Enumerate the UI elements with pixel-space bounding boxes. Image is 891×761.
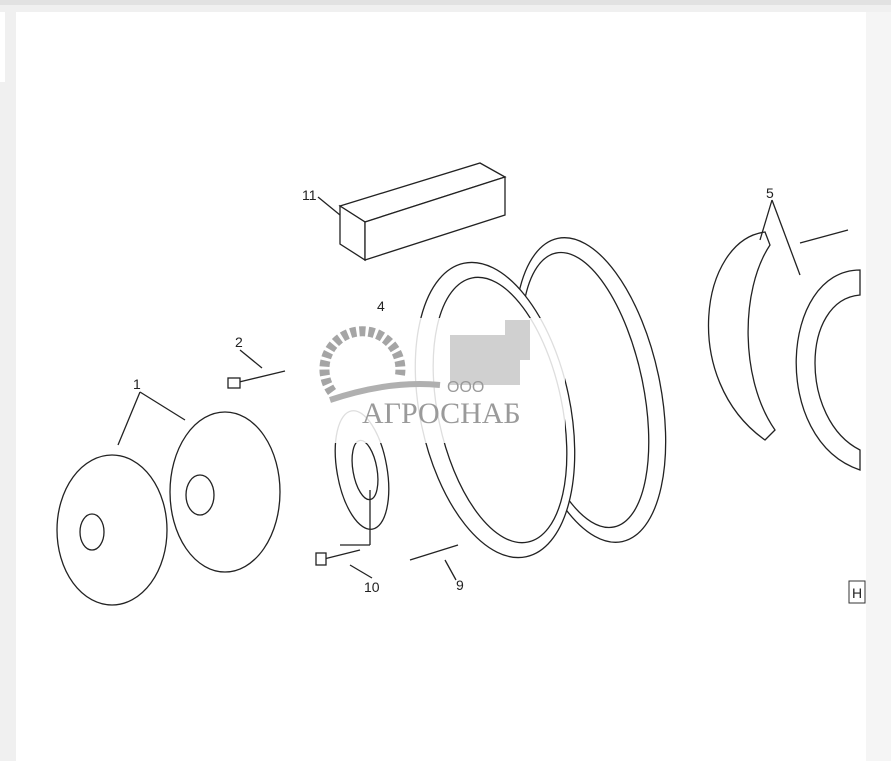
callout-9: 9 [456,577,464,593]
view-marker: H [852,585,862,601]
scrollbar[interactable] [866,12,891,761]
left-strip [0,12,5,82]
field-icon [329,381,441,403]
callout-2: 2 [235,334,243,350]
view-marker-box [848,580,866,604]
callout-1: 1 [133,376,141,392]
top-border [0,0,891,5]
callout-5: 5 [766,185,774,201]
wheel-weights [56,411,281,606]
watermark-logo: ООО АГРОСНАБ [319,318,565,443]
callout-4: 4 [377,298,385,314]
watermark-name: АГРОСНАБ [362,397,521,430]
leader-lines [117,196,801,581]
callout-11: 11 [302,187,317,203]
gear-icon [319,326,406,395]
part-block [338,162,507,262]
callout-10: 10 [364,579,380,595]
watermark-prefix: ООО [447,379,484,396]
bolts [227,229,849,566]
side-weights [707,231,861,471]
combine-harvester-icon [450,320,530,385]
